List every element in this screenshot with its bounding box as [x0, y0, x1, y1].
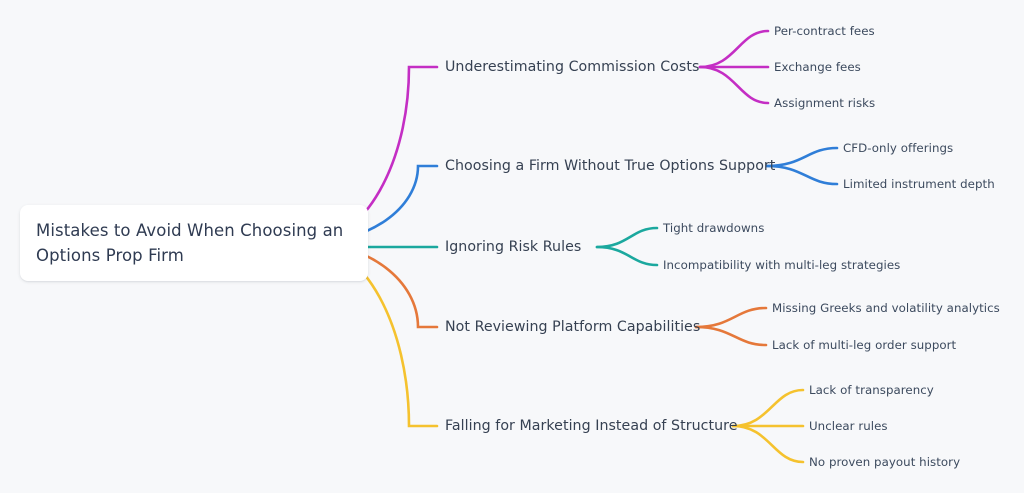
root-node-label: Mistakes to Avoid When Choosing an Optio… [36, 221, 344, 265]
branch-label-commission-costs[interactable]: Underestimating Commission Costs [445, 59, 700, 75]
mindmap-edge [595, 245, 659, 267]
leaf-label[interactable]: Per-contract fees [774, 24, 875, 38]
mindmap-edge [694, 325, 768, 347]
branch-label-true-options-support[interactable]: Choosing a Firm Without True Options Sup… [445, 158, 776, 174]
leaf-label[interactable]: Lack of multi-leg order support [772, 338, 957, 352]
leaf-label[interactable]: Missing Greeks and volatility analytics [772, 301, 1000, 315]
leaf-label[interactable]: Tight drawdowns [663, 221, 765, 235]
mindmap-edge [698, 65, 770, 105]
leaf-label[interactable]: Incompatibility with multi-leg strategie… [663, 258, 901, 272]
branch-label-marketing-vs-structure[interactable]: Falling for Marketing Instead of Structu… [445, 418, 738, 434]
branch-label-platform-capabilities[interactable]: Not Reviewing Platform Capabilities [445, 319, 701, 335]
mindmap-edge [765, 146, 839, 168]
branch-label-risk-rules[interactable]: Ignoring Risk Rules [445, 239, 582, 255]
leaf-label[interactable]: Lack of transparency [809, 383, 934, 397]
mindmap-edge [698, 29, 770, 69]
mindmap-edge [731, 388, 805, 428]
mindmap-edge [765, 164, 839, 186]
root-node-card[interactable]: Mistakes to Avoid When Choosing an Optio… [20, 205, 368, 281]
leaf-label[interactable]: Unclear rules [809, 419, 888, 433]
leaf-label[interactable]: CFD-only offerings [843, 141, 954, 155]
mindmap-edge [694, 306, 768, 329]
leaf-label[interactable]: No proven payout history [809, 455, 961, 469]
leaf-label[interactable]: Assignment risks [774, 96, 876, 110]
mindmap-edge [595, 226, 659, 249]
mindmap-edge [731, 424, 805, 464]
leaf-label[interactable]: Exchange fees [774, 60, 861, 74]
leaf-label[interactable]: Limited instrument depth [843, 177, 995, 191]
